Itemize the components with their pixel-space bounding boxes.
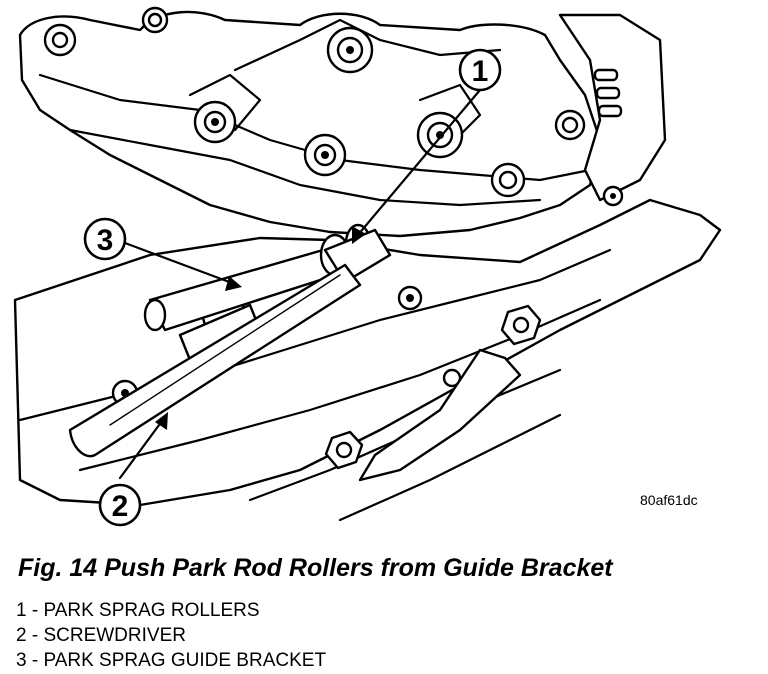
case-bolt — [193, 100, 237, 144]
svg-text:2: 2 — [112, 490, 129, 523]
housing-bolt — [397, 285, 423, 311]
callout-2: 2 — [98, 483, 142, 527]
legend-item: 3 - PARK SPRAG GUIDE BRACKET — [16, 650, 327, 671]
legend-item: 1 - PARK SPRAG ROLLERS — [16, 600, 260, 621]
housing-bolt — [500, 304, 542, 346]
leader-3 — [123, 241, 242, 291]
case-bolt — [326, 26, 374, 74]
case-bolt — [303, 133, 347, 177]
leader-1 — [352, 88, 482, 244]
screwdriver — [68, 263, 362, 458]
lower-arm — [358, 348, 522, 482]
leader-2 — [118, 412, 168, 480]
svg-text:3: 3 — [97, 224, 114, 257]
callout-3: 3 — [83, 217, 127, 261]
housing-bolt — [324, 430, 364, 470]
figure-reference-code: 80af61dc — [640, 492, 698, 508]
case-bolt — [490, 162, 526, 198]
case-bolt — [554, 109, 586, 141]
transmission-case — [18, 10, 602, 238]
legend: 1 - PARK SPRAG ROLLERS 2 - SCREWDRIVER 3… — [16, 598, 326, 673]
housing-bolt — [602, 185, 624, 207]
svg-text:1: 1 — [472, 55, 489, 88]
case-bolt — [43, 23, 77, 57]
case-bolt — [141, 6, 169, 34]
legend-item: 2 - SCREWDRIVER — [16, 625, 186, 646]
figure-caption: Fig. 14 Push Park Rod Rollers from Guide… — [18, 554, 613, 582]
callout-1: 1 — [458, 48, 502, 92]
